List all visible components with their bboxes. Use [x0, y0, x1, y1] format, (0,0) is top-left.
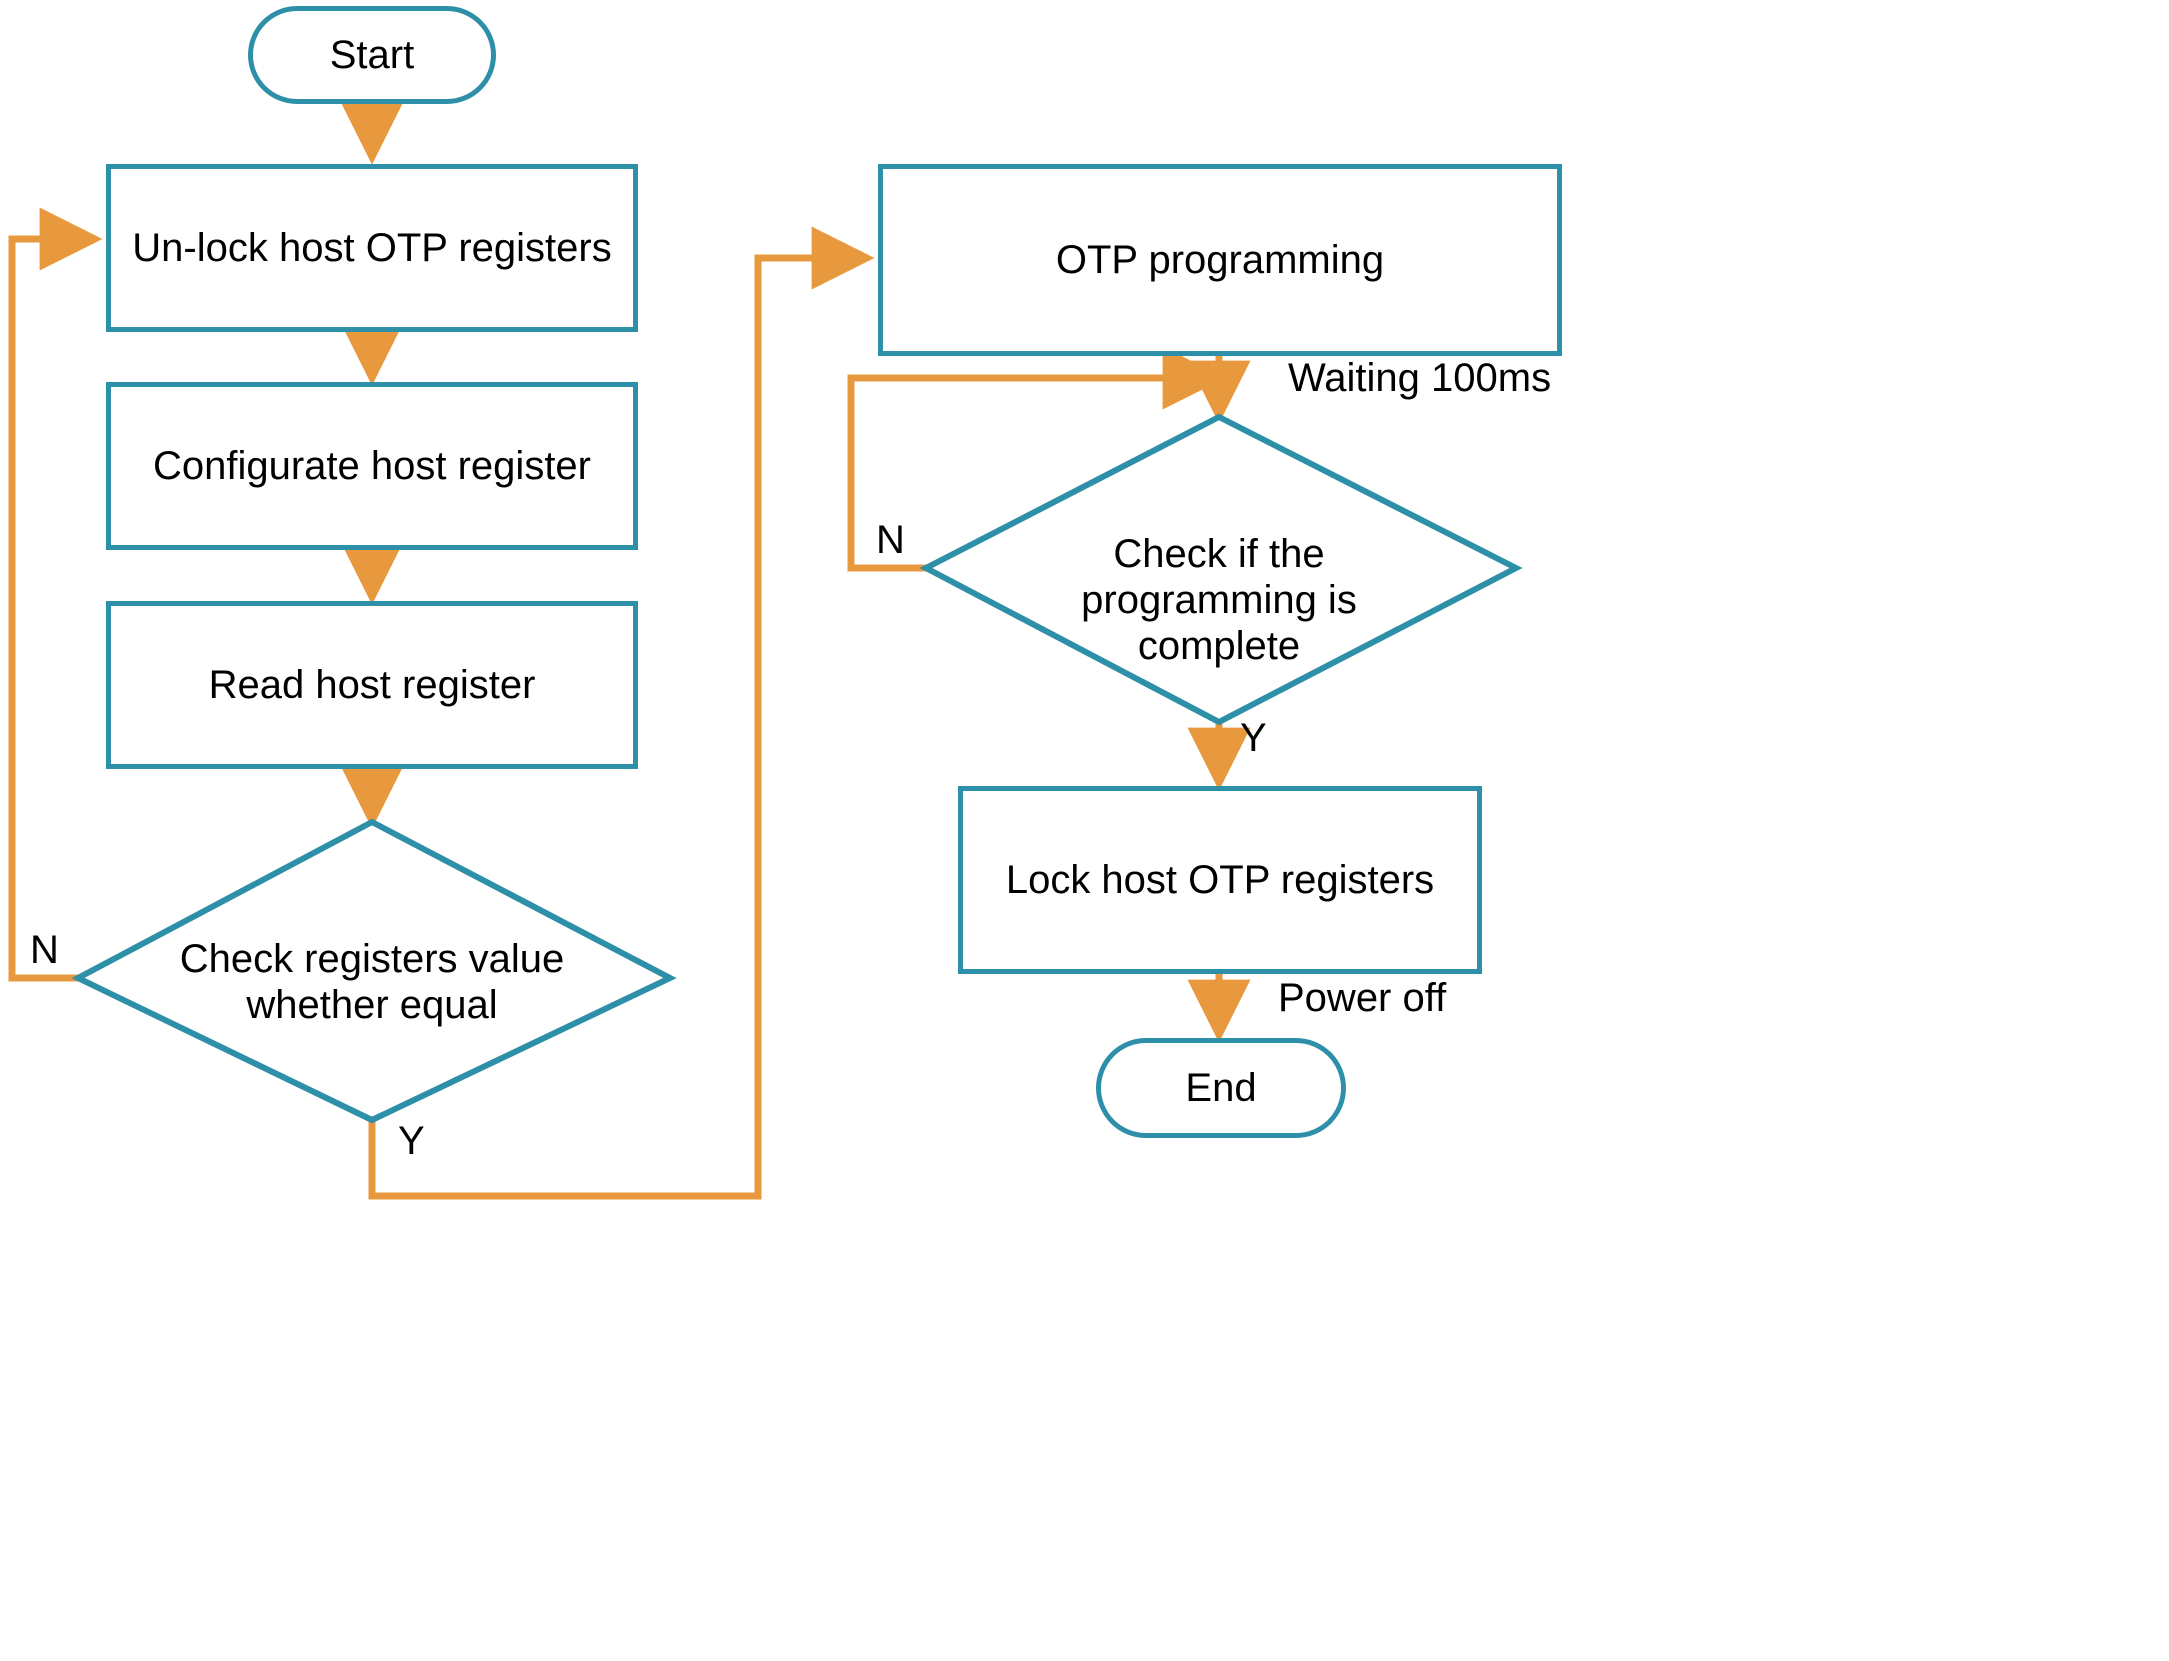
- node-unlock-host-otp-registers[interactable]: Un-lock host OTP registers: [106, 164, 638, 332]
- decision-check-programming-complete: [919, 413, 1523, 726]
- edge-label-check-equal-no: N: [30, 928, 59, 972]
- node-check-registers-equal-label: Check registers value whether equal: [179, 937, 565, 1027]
- decision-check-registers-equal: [71, 818, 677, 1124]
- edge-check-done-no-loop: [847, 346, 1226, 572]
- node-configurate-host-register[interactable]: Configurate host register: [106, 382, 638, 550]
- node-end[interactable]: End: [1096, 1038, 1346, 1138]
- edge-label-check-equal-yes: Y: [398, 1119, 425, 1163]
- node-otp-programming[interactable]: OTP programming: [878, 164, 1562, 356]
- node-unlock-host-otp-registers-label: Un-lock host OTP registers: [132, 226, 612, 270]
- edge-label-check-done-yes: Y: [1240, 716, 1267, 760]
- node-configurate-host-register-label: Configurate host register: [152, 444, 591, 488]
- edge-check-equal-yes-to-otp: [368, 226, 875, 1200]
- node-end-label: End: [1185, 1066, 1257, 1110]
- edge-check-equal-no-to-unlock: [8, 207, 103, 982]
- node-otp-programming-label: OTP programming: [1055, 238, 1385, 282]
- node-read-host-register-label: Read host register: [208, 663, 536, 707]
- node-check-programming-complete-label: Check if the programming is complete: [1081, 532, 1357, 668]
- edge-label-power-off: Power off: [1278, 976, 1447, 1020]
- edge-label-waiting-100ms: Waiting 100ms: [1288, 356, 1552, 400]
- edge-label-check-done-no: N: [876, 518, 905, 562]
- node-read-host-register[interactable]: Read host register: [106, 601, 638, 769]
- node-start[interactable]: Start: [248, 6, 496, 104]
- node-lock-host-otp-registers-label: Lock host OTP registers: [1005, 858, 1435, 902]
- node-lock-host-otp-registers[interactable]: Lock host OTP registers: [958, 786, 1482, 974]
- node-start-label: Start: [329, 33, 415, 77]
